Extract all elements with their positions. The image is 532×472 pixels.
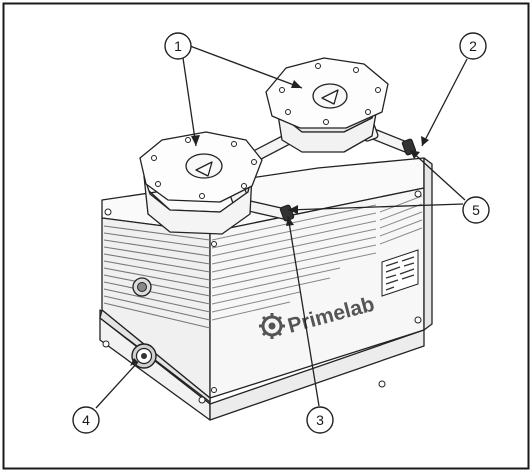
front-ribs: [211, 195, 423, 321]
pump-head-rear: [265, 57, 389, 153]
callout-1-label: 1: [174, 38, 182, 54]
switch-knob: [132, 277, 152, 297]
body-screws: [102, 190, 422, 404]
leader-lines: [95, 45, 468, 409]
callout-4: 4: [72, 406, 100, 434]
cooling-fins: [103, 225, 211, 329]
callout-1: 1: [164, 32, 192, 60]
callout-2-label: 2: [469, 38, 477, 54]
rating-plate: [381, 249, 419, 297]
callout-3: 3: [306, 406, 334, 434]
callout-3-label: 3: [316, 412, 324, 428]
gear-icon: [259, 313, 285, 339]
callout-5: 5: [462, 196, 490, 224]
arrowheads: [130, 80, 429, 366]
callout-4-label: 4: [82, 412, 90, 428]
pump-head-front: [139, 131, 263, 235]
callout-5-label: 5: [472, 202, 480, 218]
callout-2: 2: [459, 32, 487, 60]
